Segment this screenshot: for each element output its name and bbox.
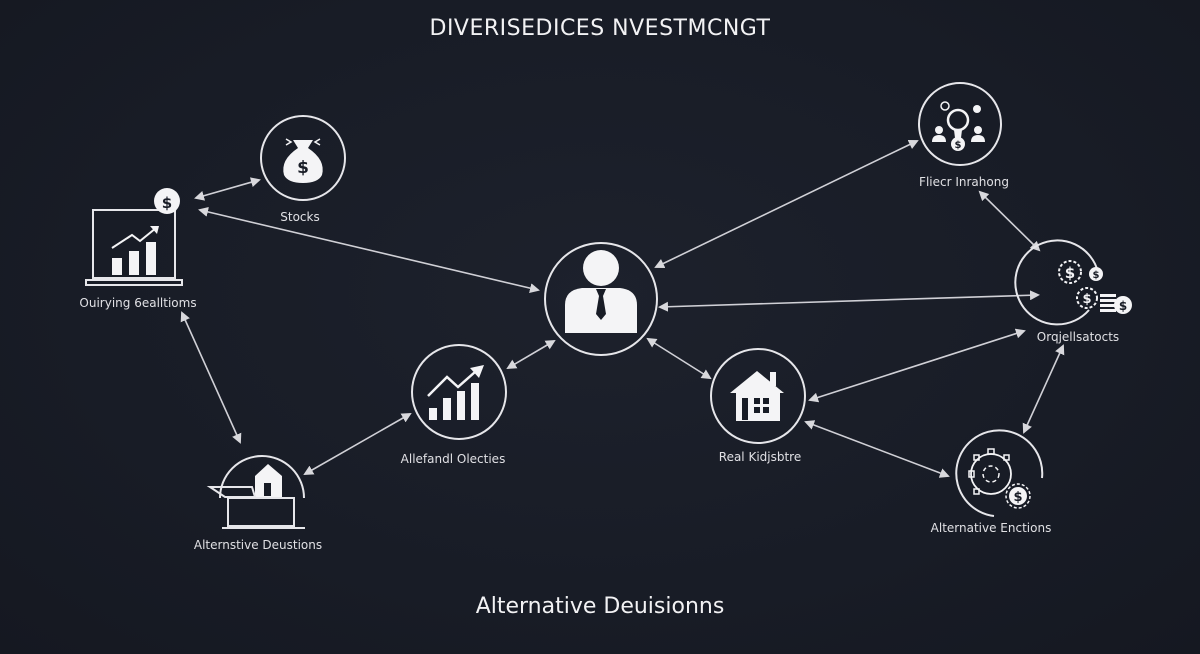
node-label-alt-exec: Alternative Enctions xyxy=(930,521,1052,535)
edges xyxy=(180,139,1065,478)
svg-text:$: $ xyxy=(955,140,962,151)
lightbulb-people-icon: $ xyxy=(932,101,985,151)
money-bag-icon: $ xyxy=(283,138,323,183)
edge-laptop-stocks xyxy=(194,177,261,201)
node-coins[interactable]: $ $ $ $ xyxy=(1014,239,1132,326)
partial-circle xyxy=(1014,239,1099,326)
gear-dollar-icon: $ xyxy=(968,448,1031,509)
edge-fintech-coins xyxy=(978,190,1041,252)
svg-text:$: $ xyxy=(1093,270,1100,281)
node-label-realestate: Real Kidjsbtre xyxy=(718,450,802,464)
partial-circle xyxy=(219,455,305,499)
diagram-footer-caption: Alternative Deuisionns xyxy=(475,594,725,619)
node-label-fintech: Fliecr Inrahong xyxy=(919,175,1009,189)
node-fintech[interactable]: $ xyxy=(918,82,1002,166)
edge-growth-center xyxy=(506,339,556,370)
node-realestate[interactable] xyxy=(710,348,806,444)
node-label-laptop: Ouirying 6ealltioms xyxy=(79,296,197,310)
node-label-alt-dec: Alternstive Deustions xyxy=(193,538,323,552)
svg-text:$: $ xyxy=(1082,292,1091,307)
house-icon xyxy=(730,371,784,421)
svg-text:$: $ xyxy=(297,158,309,178)
node-growth[interactable] xyxy=(411,344,507,440)
node-label-growth: Allefandl Olecties xyxy=(400,452,506,466)
businessman-icon xyxy=(565,250,637,333)
svg-text:$: $ xyxy=(162,194,172,212)
edge-center-realestate xyxy=(646,337,712,380)
node-label-coins: Orqjellsatocts xyxy=(1036,330,1120,344)
edge-realestate-coins xyxy=(808,328,1026,403)
coins-gears-icon: $ $ $ $ xyxy=(1058,260,1132,314)
node-stocks[interactable]: $ xyxy=(260,115,346,201)
node-alt-exec[interactable]: $ xyxy=(955,429,1044,517)
edge-altdec-growth xyxy=(303,413,412,475)
edge-realestate-altexec xyxy=(804,420,950,478)
partial-circle xyxy=(955,429,1044,517)
edge-coins-altexec xyxy=(1022,344,1065,434)
diagram-title: DIVERISEDICES NVESTMCNGT xyxy=(429,16,771,41)
edge-center-coins xyxy=(658,290,1040,312)
node-center[interactable] xyxy=(544,242,658,356)
node-laptop[interactable]: $ xyxy=(85,188,183,286)
edge-center-fintech xyxy=(654,139,919,269)
node-alt-dec[interactable] xyxy=(206,455,305,529)
house-desk-icon xyxy=(206,464,305,529)
edge-laptop-altdec xyxy=(180,311,242,444)
svg-text:$: $ xyxy=(1065,264,1075,282)
growth-chart-icon xyxy=(427,365,484,420)
svg-text:$: $ xyxy=(1013,490,1022,505)
edge-laptop-center xyxy=(198,206,540,294)
svg-text:$: $ xyxy=(1119,299,1127,313)
node-label-stocks: Stocks xyxy=(280,210,320,224)
laptop-chart-icon: $ xyxy=(85,188,183,286)
